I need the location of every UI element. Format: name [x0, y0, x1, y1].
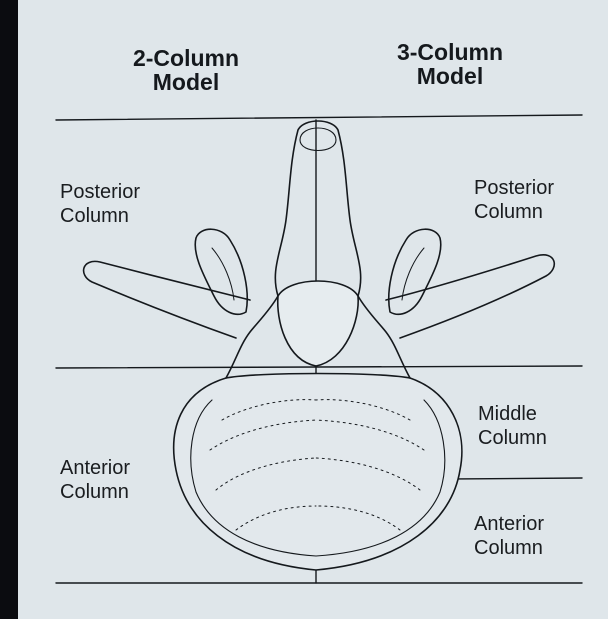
- spinous-process: [275, 121, 360, 296]
- divider-posterior-anterior: [56, 366, 582, 368]
- right-articular-process: [389, 229, 441, 314]
- three-column-model-header: 3-Column Model: [360, 40, 540, 88]
- right-anterior-column-label: Anterior Column: [474, 512, 544, 560]
- right-middle-column-label: Middle Column: [478, 402, 547, 450]
- vertebral-body: [174, 374, 462, 571]
- left-posterior-column-label: Posterior Column: [60, 180, 140, 228]
- left-articular-process: [195, 229, 247, 314]
- right-posterior-column-label: Posterior Column: [474, 176, 554, 224]
- left-anterior-column-label: Anterior Column: [60, 456, 130, 504]
- spinous-process-tip: [300, 128, 336, 151]
- divider-top: [56, 115, 582, 120]
- two-column-model-header: 2-Column Model: [96, 46, 276, 94]
- left-transverse-process: [84, 261, 250, 338]
- spinal-canal: [278, 281, 358, 366]
- left-articular-facet: [212, 248, 234, 300]
